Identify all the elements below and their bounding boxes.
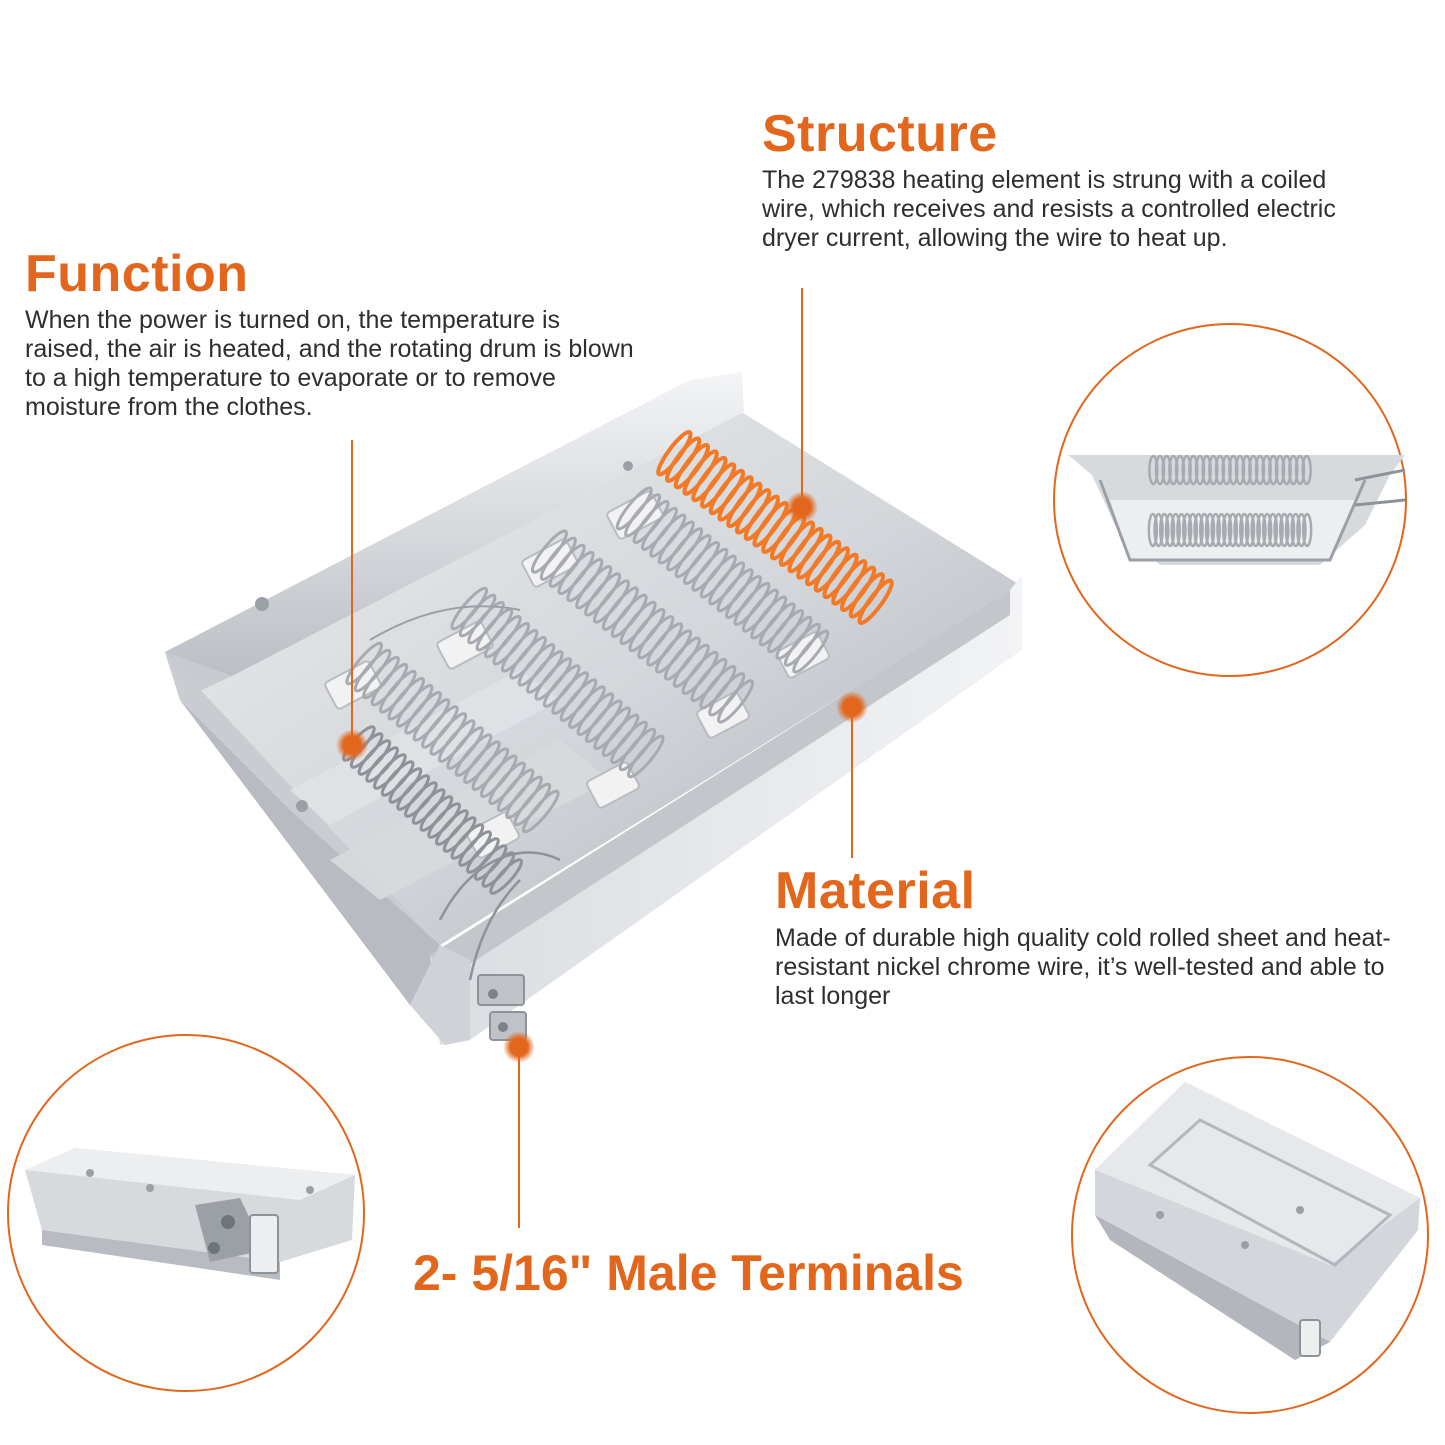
heating-element-illustration [165, 288, 1022, 1228]
coil-loop [1228, 454, 1239, 486]
coil-loop [1233, 512, 1244, 548]
coil-loop [1159, 512, 1170, 548]
coil-loop [857, 578, 894, 625]
coil-loop [1201, 454, 1212, 486]
coil-loop [1204, 512, 1216, 548]
function-description: When the power is turned on, the tempera… [25, 306, 634, 421]
coil-loop [792, 629, 830, 674]
coil-loop [1154, 454, 1166, 486]
coil-loop [1248, 454, 1259, 486]
coil-loop [1214, 454, 1226, 486]
function-title: Function [25, 245, 249, 303]
coil-loop [1193, 512, 1204, 548]
coil-loop [1153, 512, 1164, 548]
coil-loop [1296, 512, 1307, 548]
coil-loop [1244, 512, 1256, 548]
coil-loop [1301, 454, 1312, 486]
coil-loop [1187, 512, 1199, 548]
coil-loop [1261, 512, 1273, 548]
coil-loop [1210, 512, 1221, 548]
coil-loop [1208, 454, 1219, 486]
back-view-detail-icon [1071, 1056, 1429, 1414]
detail-coil-bottom [1147, 512, 1313, 548]
coil-loop [1176, 512, 1187, 548]
coil-loop [1268, 454, 1279, 486]
structure-title: Structure [762, 105, 998, 163]
coil-loop [1147, 512, 1159, 548]
coil-loop [1221, 454, 1232, 486]
terminals-title: 2- 5/16" Male Terminals [413, 1245, 964, 1301]
coil-loop [1279, 512, 1290, 548]
material-description: Made of durable high quality cold rolled… [775, 924, 1391, 1010]
coil-loop [1234, 454, 1246, 486]
coil-3 [530, 529, 755, 724]
detail-coil-top [1148, 454, 1312, 486]
coil-loop [1290, 512, 1301, 548]
hot-coil [656, 430, 894, 625]
coil-loop [1261, 454, 1272, 486]
coil-loop [1267, 512, 1279, 548]
coil-loop [717, 679, 755, 724]
structure-description: The 279838 heating element is strung wit… [762, 166, 1336, 252]
coil-loop [1168, 454, 1179, 486]
coil-loop [1181, 454, 1192, 486]
coil-loop [1216, 512, 1227, 548]
coil-loop [1221, 512, 1233, 548]
coil-loop [1256, 512, 1267, 548]
coil-loop [1294, 454, 1306, 486]
coil-loop [1241, 454, 1252, 486]
coil-loop [1148, 454, 1159, 486]
coil-loop [489, 858, 523, 895]
coil-loop [1174, 454, 1186, 486]
coil-loop [1281, 454, 1292, 486]
coil-loop [1254, 454, 1266, 486]
side-view-detail-icon [7, 1034, 365, 1392]
coil-loop [1250, 512, 1261, 548]
coil-loop [1284, 512, 1296, 548]
coil-loop [1194, 454, 1206, 486]
coil-loop [1199, 512, 1210, 548]
coil-loop [1239, 512, 1250, 548]
material-title: Material [775, 862, 976, 920]
coil-loop [521, 789, 560, 834]
coil-loop [1301, 512, 1313, 548]
coil-loop [1227, 512, 1239, 548]
coil-loop [1274, 454, 1286, 486]
coil-4 [615, 486, 830, 674]
coil-loop [1161, 454, 1172, 486]
coil-1 [345, 641, 560, 834]
detail-coils [1147, 454, 1313, 548]
coil-loop [1181, 512, 1193, 548]
coil-loop [626, 734, 665, 779]
coil-loop [1164, 512, 1176, 548]
coil-loop [1170, 512, 1181, 548]
coil-loop [1188, 454, 1199, 486]
coil-loop [1273, 512, 1284, 548]
coil-2 [450, 586, 665, 779]
front-view-detail-icon [1053, 323, 1407, 677]
coil-loop [1288, 454, 1299, 486]
